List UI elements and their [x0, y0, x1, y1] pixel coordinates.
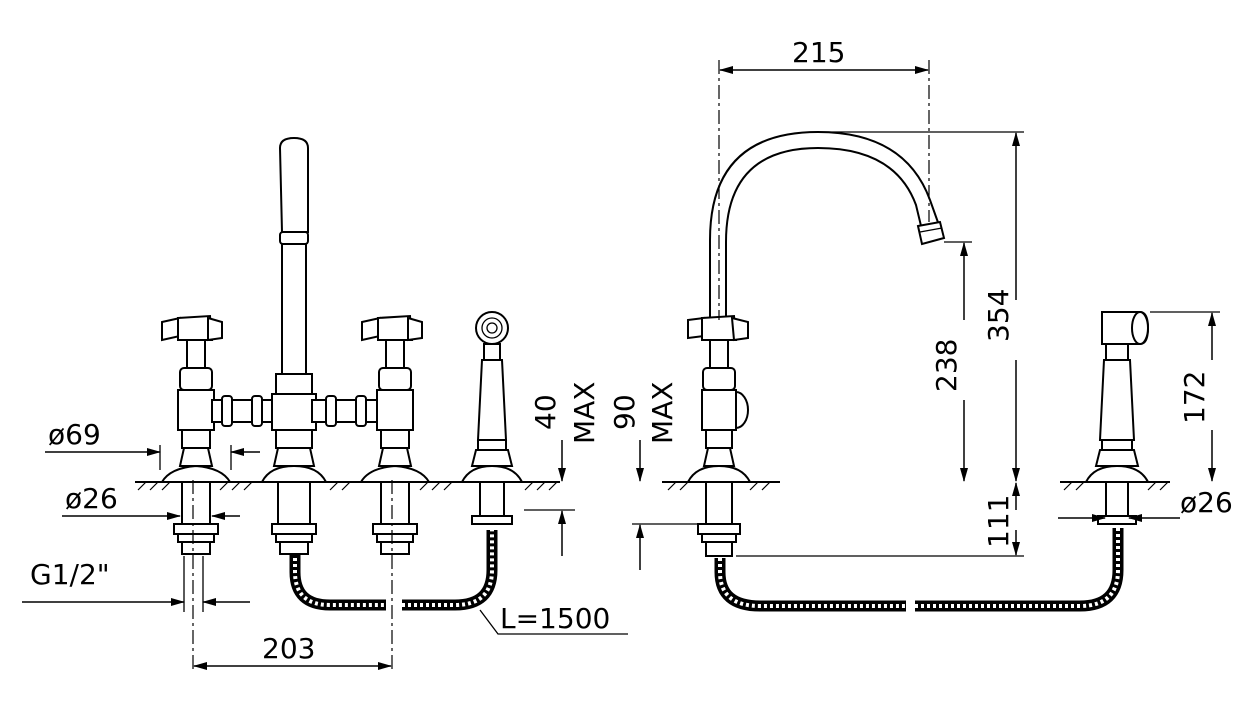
bridge-left: [211, 395, 277, 427]
label-shank-length: 111: [982, 495, 1015, 548]
dim-thread: G1/2": [22, 556, 250, 612]
dim-shank-diameter: ø26: [62, 482, 240, 520]
label-flange-dia: ø69: [48, 418, 101, 451]
label-deck-90: 90: [608, 394, 641, 430]
label-deck-40: 40: [529, 394, 562, 430]
dim-spout-reach: 215: [719, 36, 929, 74]
label-shank-dia: ø26: [65, 482, 118, 515]
label-spout-reach: 215: [792, 36, 845, 69]
dim-center-distance: 203: [193, 632, 392, 670]
gooseneck-spout: [709, 130, 946, 318]
center-spout: [260, 136, 328, 555]
label-thread: G1/2": [30, 558, 110, 591]
mixer-side-view: 215 354 238 111 90 MAX: [608, 36, 1233, 612]
label-spout-height: 354: [982, 289, 1015, 342]
dim-spout-height: 354: [820, 131, 1024, 482]
dim-deck-90: 90 MAX: [608, 382, 700, 570]
handshower-front: [460, 311, 524, 525]
dim-handshower-height: 172: [1150, 311, 1220, 482]
dim-outlet-height: 238: [930, 241, 972, 482]
right-valve: [359, 314, 431, 555]
label-handshower-shank: ø26: [1180, 486, 1233, 519]
label-center-distance: 203: [262, 632, 315, 665]
handshower-side: [1084, 311, 1150, 525]
dim-deck-40: 40 MAX: [524, 382, 601, 556]
label-deck-90-max: MAX: [646, 382, 679, 445]
side-valve: [686, 314, 752, 557]
bridge-mixer-front-view: ø69 ø26 G1/2" 203 40 M: [22, 136, 628, 670]
bridge-right: [311, 395, 379, 427]
dim-handshower-shank: ø26: [1058, 486, 1233, 522]
label-hose-length: L=1500: [500, 602, 610, 635]
dim-hose-length: L=1500: [479, 602, 628, 635]
label-handshower-height: 172: [1178, 371, 1211, 424]
dim-shank-length: 111: [736, 482, 1024, 557]
label-deck-40-max: MAX: [568, 382, 601, 445]
hose-right: [714, 528, 1124, 612]
hose-left: [289, 530, 498, 611]
left-valve: [160, 314, 232, 555]
deck-line-right: [662, 481, 1170, 491]
dim-flange-diameter: ø69: [45, 418, 260, 470]
label-outlet-height: 238: [930, 339, 963, 392]
